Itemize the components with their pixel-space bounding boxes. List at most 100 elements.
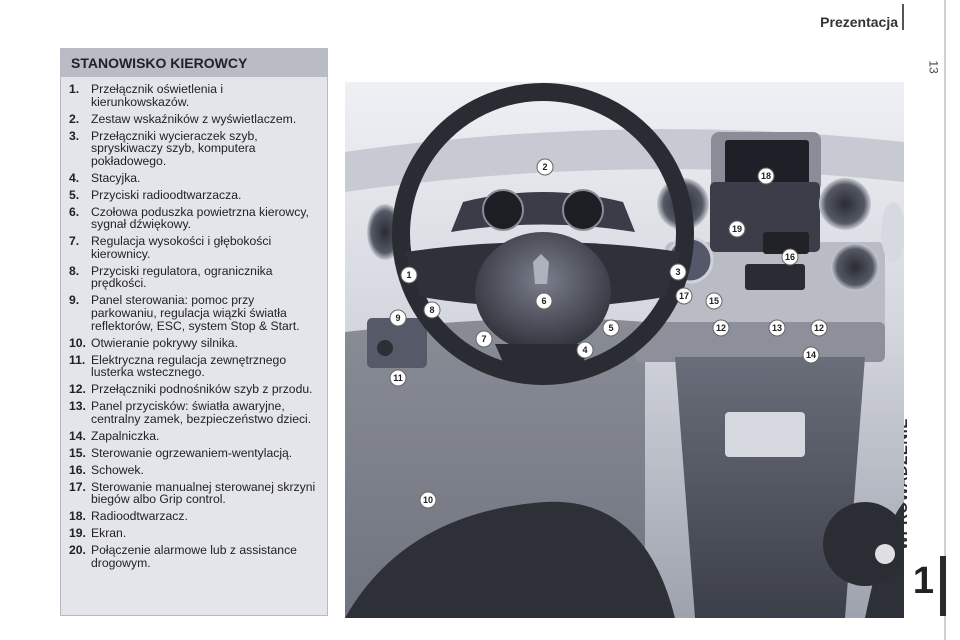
- callout-number: 17: [679, 291, 689, 301]
- legend-item-number: 7.: [69, 234, 80, 249]
- callout-13: 13: [768, 319, 786, 337]
- legend-item-number: 18.: [69, 509, 86, 524]
- legend-item-number: 20.: [69, 543, 86, 558]
- legend-item: 4. Stacyjka.: [69, 172, 319, 185]
- callout-badge: [419, 491, 437, 509]
- mirror-adjust-knob: [377, 340, 393, 356]
- legend-item-text: Czołowa poduszka powietrzna kierowcy, sy…: [91, 204, 309, 232]
- callout-number: 14: [806, 350, 816, 360]
- legend-item: 6. Czołowa poduszka powietrzna kierowcy, …: [69, 204, 319, 232]
- legend-item: 16.Schowek.: [69, 464, 319, 477]
- callout-16: 16: [781, 248, 799, 266]
- chapter-marker-bar: [940, 556, 946, 616]
- callout-number: 18: [761, 171, 771, 181]
- legend-item-text: Sterowanie ogrzewaniem-wentylacją.: [91, 445, 293, 460]
- legend-item-number: 6.: [69, 204, 80, 219]
- callout-4: 4: [576, 341, 594, 359]
- legend-item: 1.Przełącznik oświetlenia i kierunkowska…: [69, 83, 319, 108]
- legend-item-text: Przyciski regulatora, ogranicznika prędk…: [91, 263, 273, 291]
- callout-number: 2: [542, 162, 547, 172]
- legend-item-text: Regulacja wysokości i głębokości kierown…: [91, 234, 272, 261]
- callout-badge: [810, 319, 828, 337]
- callout-number: 9: [395, 313, 400, 323]
- legend-list: 1.Przełącznik oświetlenia i kierunkowska…: [61, 77, 327, 570]
- legend-item-text: Zestaw wskaźników z wyświetlaczem.: [91, 111, 297, 126]
- callout-19: 19: [728, 220, 746, 238]
- legend-item-number: 10.: [69, 335, 86, 350]
- legend-item: 3. Przełączniki wycieraczek szyb, spryski…: [69, 128, 319, 168]
- legend-item: 9.Panel sterowania: pomoc przy parkowani…: [69, 294, 319, 332]
- legend-item-text: Schowek.: [91, 462, 144, 477]
- callout-7: 7: [475, 330, 493, 348]
- callout-badge: [802, 346, 820, 364]
- legend-item-number: 2.: [69, 111, 80, 126]
- legend-item-number: 12.: [69, 382, 86, 397]
- left-switch-panel: [367, 318, 427, 368]
- callout-badge: [728, 220, 746, 238]
- legend-item: 12.Przełączniki podnośników szyb z przod…: [69, 383, 319, 396]
- vent-right: [831, 243, 879, 291]
- callout-badge: [669, 263, 687, 281]
- legend-item-text: Panel przycisków: światła awaryjne, cent…: [91, 399, 312, 426]
- switch-strip: [635, 322, 885, 362]
- callout-number: 12: [814, 323, 824, 333]
- legend-item: 17.Sterowanie manualnej sterowanej skrzy…: [69, 479, 319, 506]
- legend-item-text: Stacyjka.: [91, 170, 141, 185]
- screen: [725, 140, 809, 184]
- callout-badge: [576, 341, 594, 359]
- legend-item-text: Zapalniczka.: [91, 428, 160, 443]
- callout-number: 1: [406, 270, 411, 280]
- legend-item-number: 17.: [69, 479, 86, 494]
- callout-badge: [602, 319, 620, 337]
- callout-12: 12: [810, 319, 828, 337]
- legend-item: 13. Panel przycisków: światła awaryjne, c…: [69, 400, 319, 425]
- callout-badge: [757, 167, 775, 185]
- callout-number: 10: [423, 495, 433, 505]
- callout-8: 8: [423, 301, 441, 319]
- callout-badge: [536, 158, 554, 176]
- legend-item: 2. Zestaw wskaźników z wyświetlaczem.: [69, 111, 319, 126]
- legend-item-number: 1.: [69, 82, 80, 96]
- grip-control-knob: [823, 502, 904, 586]
- legend-item-text: Otwieranie pokrywy silnika.: [91, 335, 238, 350]
- legend-item-number: 8.: [69, 263, 80, 278]
- legend-item: 18. Radioodtwarzacz.: [69, 510, 319, 523]
- steering-lower-spoke: [495, 344, 591, 376]
- callout-badge: [712, 319, 730, 337]
- climate-display: [745, 264, 805, 290]
- callout-number: 19: [732, 224, 742, 234]
- callout-number: 12: [716, 323, 726, 333]
- grip-control-icon: [875, 544, 895, 564]
- callout-number: 3: [675, 267, 680, 277]
- callout-number: 6: [541, 296, 546, 306]
- legend-item-number: 3.: [69, 128, 80, 143]
- callout-number: 8: [429, 305, 434, 315]
- center-console: [675, 357, 865, 618]
- legend-item-text: Połączenie alarmowe lub z assistance dro…: [91, 543, 297, 570]
- legend-item: 8. Przyciski regulatora, ogranicznika prę…: [69, 265, 319, 290]
- legend-item-text: Radioodtwarzacz.: [91, 509, 188, 524]
- callout-number: 11: [393, 373, 403, 383]
- legend-item-number: 4.: [69, 170, 80, 185]
- callout-number: 15: [709, 296, 719, 306]
- legend-item: 5.Przyciski radioodtwarzacza.: [69, 189, 319, 202]
- callout-18: 18: [757, 167, 775, 185]
- page-header-title: Prezentacja: [820, 14, 898, 30]
- callout-number: 13: [772, 323, 782, 333]
- callout-9: 9: [389, 309, 407, 327]
- seat-left: [345, 501, 675, 618]
- callout-number: 16: [785, 252, 795, 262]
- callout-badge: [705, 292, 723, 310]
- legend-item-text: Przełączniki wycieraczek szyb, spryskiwa…: [91, 128, 258, 168]
- callout-badge: [400, 266, 418, 284]
- header-rule: [902, 4, 904, 30]
- callout-6: 6: [535, 292, 553, 310]
- callout-10: 10: [419, 491, 437, 509]
- legend-item-number: 13.: [69, 399, 86, 414]
- chapter-number: 1: [912, 560, 934, 602]
- callout-17: 17: [675, 287, 693, 305]
- callout-11: 11: [389, 369, 407, 387]
- legend-item-number: 15.: [69, 445, 86, 460]
- callout-15: 15: [705, 292, 723, 310]
